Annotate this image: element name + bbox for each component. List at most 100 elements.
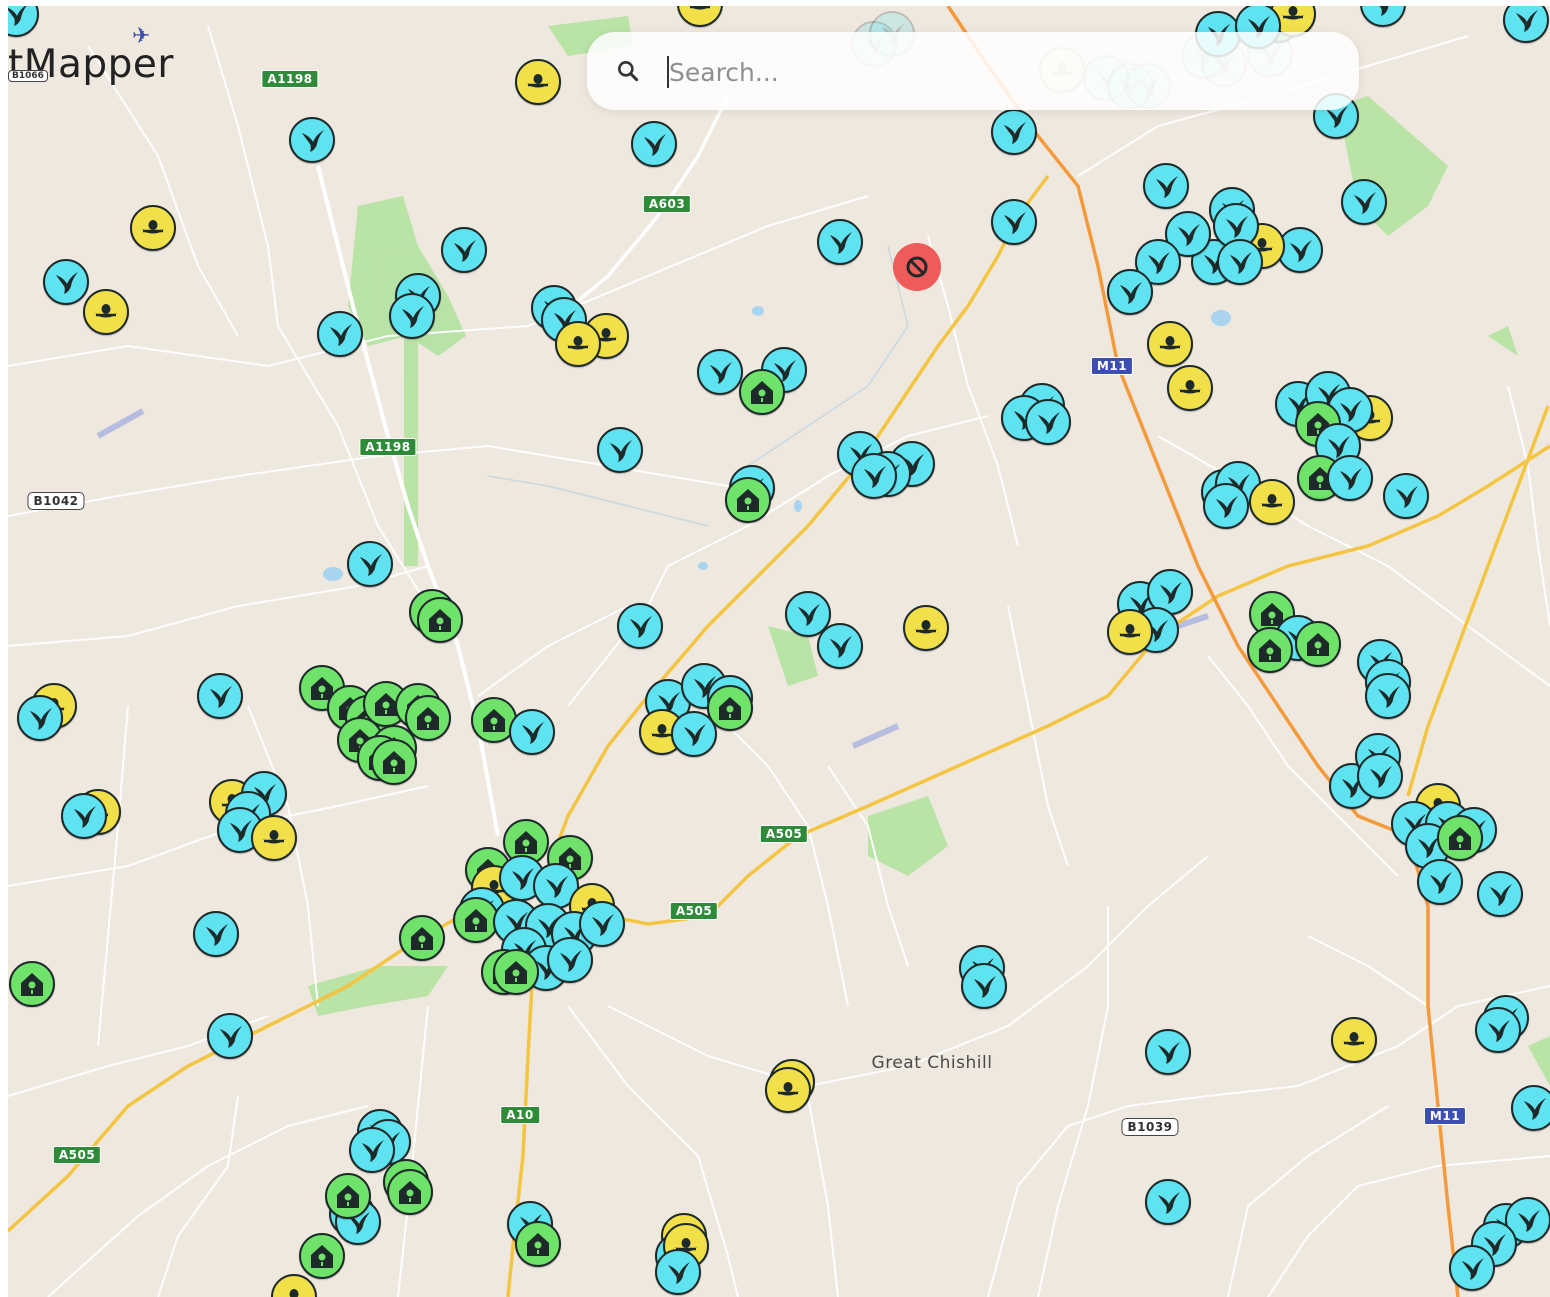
- nest-box-marker[interactable]: [299, 1233, 345, 1279]
- swift-sighting-marker[interactable]: [61, 793, 107, 839]
- nest-egg-icon: [1261, 494, 1283, 508]
- nest-box-house-icon: [383, 751, 405, 774]
- nest-site-marker[interactable]: [1147, 321, 1193, 367]
- search-bar[interactable]: [587, 32, 1359, 110]
- swift-sighting-marker[interactable]: [1357, 753, 1403, 799]
- swift-sighting-marker[interactable]: [547, 937, 593, 983]
- swift-sighting-marker[interactable]: [389, 293, 435, 339]
- nest-box-house-icon: [737, 489, 759, 512]
- swift-sighting-marker[interactable]: [631, 121, 677, 167]
- nest-site-marker[interactable]: [130, 205, 176, 251]
- nest-site-marker[interactable]: [903, 605, 949, 651]
- swift-sighting-marker[interactable]: [817, 623, 863, 669]
- swift-sighting-marker[interactable]: [43, 259, 89, 305]
- nest-site-marker[interactable]: [1167, 365, 1213, 411]
- swift-bird-icon: [1120, 282, 1142, 304]
- swift-sighting-marker[interactable]: [1417, 859, 1463, 905]
- nest-box-house-icon: [1449, 827, 1471, 850]
- swift-sighting-marker[interactable]: [207, 1013, 253, 1059]
- swift-sighting-marker[interactable]: [1383, 473, 1429, 519]
- swift-sighting-marker[interactable]: [671, 711, 717, 757]
- nest-box-marker[interactable]: [739, 369, 785, 415]
- nest-box-marker[interactable]: [405, 695, 451, 741]
- nest-site-marker[interactable]: [1249, 479, 1295, 525]
- swift-bird-icon: [902, 454, 924, 476]
- swift-bird-icon: [1379, 6, 1389, 16]
- swift-sighting-marker[interactable]: [509, 709, 555, 755]
- swift-sighting-marker[interactable]: [697, 349, 743, 395]
- swift-sighting-marker[interactable]: [193, 911, 239, 957]
- swift-sighting-marker[interactable]: [1449, 1245, 1495, 1291]
- nest-box-marker[interactable]: [725, 477, 771, 523]
- swift-sighting-marker[interactable]: [991, 199, 1037, 245]
- swift-sighting-marker[interactable]: [317, 311, 363, 357]
- road-label-a603: A603: [642, 195, 692, 213]
- nest-egg-icon: [1159, 336, 1181, 350]
- swift-sighting-marker[interactable]: [1145, 1179, 1191, 1225]
- nest-box-marker[interactable]: [387, 1169, 433, 1215]
- swift-sighting-marker[interactable]: [1025, 399, 1071, 445]
- search-icon: [618, 61, 639, 82]
- swift-sighting-marker[interactable]: [1143, 163, 1189, 209]
- nest-site-marker[interactable]: [1107, 609, 1153, 655]
- swift-bird-icon: [882, 24, 904, 46]
- nest-site-marker[interactable]: [271, 1274, 317, 1297]
- swift-bird-icon: [658, 692, 680, 714]
- swift-sighting-marker[interactable]: [1365, 673, 1411, 719]
- nest-box-marker[interactable]: [417, 597, 463, 643]
- swift-sighting-marker[interactable]: [817, 219, 863, 265]
- swift-sighting-marker[interactable]: [347, 541, 393, 587]
- swift-sighting-marker[interactable]: [597, 427, 643, 473]
- swift-sighting-marker[interactable]: [617, 603, 663, 649]
- nest-egg-icon: [777, 1082, 799, 1096]
- map-view[interactable]: A1198 A603 A1198 B1042 M11 A505 A505 A50…: [8, 6, 1550, 1297]
- nest-site-marker[interactable]: [83, 289, 129, 335]
- swift-bird-icon: [362, 1140, 384, 1162]
- nest-site-marker[interactable]: [765, 1067, 811, 1113]
- swift-sighting-marker[interactable]: [8, 6, 39, 37]
- swift-sighting-marker[interactable]: [1341, 179, 1387, 225]
- swift-sighting-marker[interactable]: [1360, 6, 1406, 27]
- swift-sighting-marker[interactable]: [349, 1127, 395, 1173]
- swift-sighting-marker[interactable]: [991, 109, 1037, 155]
- nest-box-marker[interactable]: [1247, 627, 1293, 673]
- swift-bird-icon: [56, 272, 78, 294]
- swift-bird-icon: [830, 232, 852, 254]
- nest-site-marker[interactable]: [251, 815, 297, 861]
- nest-box-house-icon: [411, 927, 433, 950]
- swift-sighting-marker[interactable]: [1217, 239, 1263, 285]
- swift-sighting-marker[interactable]: [1145, 1029, 1191, 1075]
- swift-sighting-marker[interactable]: [1503, 6, 1549, 43]
- nest-box-house-icon: [337, 1185, 359, 1208]
- swift-bird-icon: [798, 604, 820, 626]
- nest-box-marker[interactable]: [1295, 621, 1341, 667]
- swift-sighting-marker[interactable]: [441, 227, 487, 273]
- nest-site-marker[interactable]: [677, 6, 723, 27]
- swift-sighting-marker[interactable]: [851, 453, 897, 499]
- nest-site-marker[interactable]: [515, 59, 561, 105]
- swift-sighting-marker[interactable]: [289, 117, 335, 163]
- swift-sighting-marker[interactable]: [1475, 1007, 1521, 1053]
- nest-box-marker[interactable]: [493, 949, 539, 995]
- nest-site-marker[interactable]: [555, 321, 601, 367]
- nest-site-marker[interactable]: [1331, 1017, 1377, 1063]
- swift-sighting-marker[interactable]: [17, 695, 63, 741]
- swift-sighting-marker[interactable]: [1277, 227, 1323, 273]
- swift-sighting-marker[interactable]: [961, 963, 1007, 1009]
- nest-box-marker[interactable]: [515, 1221, 561, 1267]
- no-entry-marker[interactable]: [893, 243, 941, 291]
- nest-box-marker[interactable]: [9, 961, 55, 1007]
- swift-sighting-marker[interactable]: [1511, 1085, 1550, 1131]
- swift-sighting-marker[interactable]: [1477, 871, 1523, 917]
- nest-box-marker[interactable]: [325, 1173, 371, 1219]
- swift-sighting-marker[interactable]: [1203, 483, 1249, 529]
- nest-box-marker[interactable]: [1437, 815, 1483, 861]
- swift-sighting-marker[interactable]: [197, 673, 243, 719]
- swift-sighting-marker[interactable]: [1327, 455, 1373, 501]
- search-input[interactable]: [667, 50, 1271, 94]
- nest-box-marker[interactable]: [371, 739, 417, 785]
- swift-sighting-marker[interactable]: [1107, 269, 1153, 315]
- nest-box-marker[interactable]: [399, 915, 445, 961]
- swift-sighting-marker[interactable]: [579, 901, 625, 947]
- swift-sighting-marker[interactable]: [655, 1249, 701, 1295]
